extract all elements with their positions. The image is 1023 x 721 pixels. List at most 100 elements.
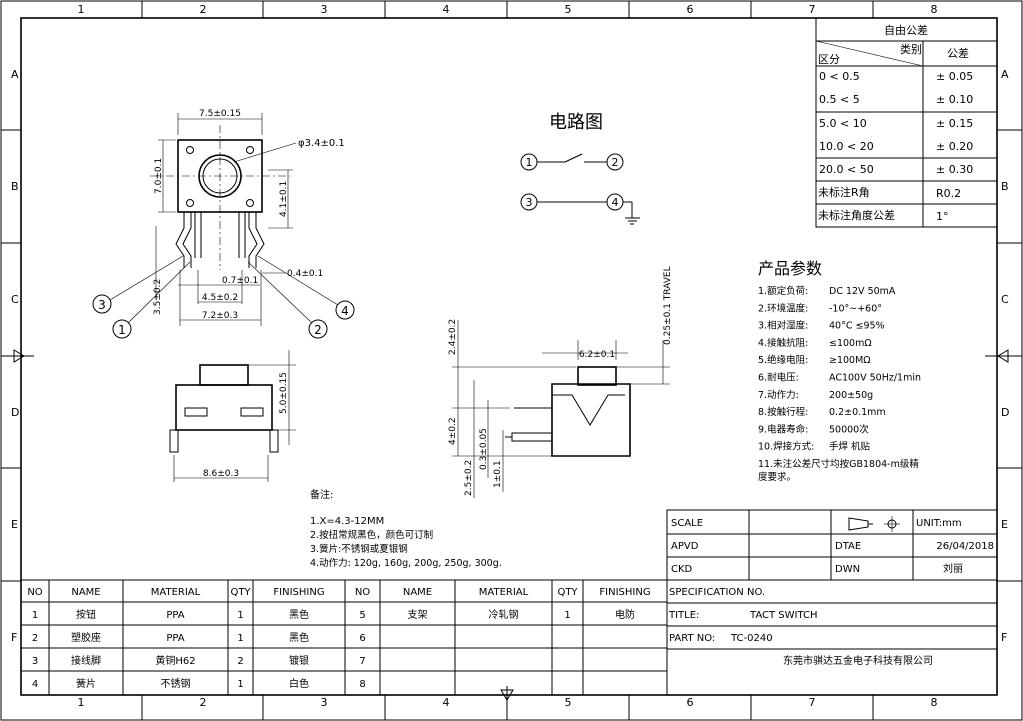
- top-view: 7.5±0.15 φ3.4±0.1 7.0±0.1 4.1±0.1 3.5±0.…: [92, 109, 355, 339]
- balloon-2: 2: [314, 323, 322, 337]
- angle-label: 未标注角度公差: [818, 208, 895, 222]
- bom-cell: PPA: [166, 610, 184, 621]
- bom-cell: 镀银: [289, 654, 309, 667]
- product-parameters: 产品参数 1.额定负荷:DC 12V 50mA2.环境温度:-10°~+60°3…: [758, 259, 921, 483]
- bom-cell: 白色: [289, 677, 309, 690]
- tolerance-value-3: ± 0.15: [936, 117, 973, 130]
- col-label-2-top: 2: [200, 3, 207, 16]
- row-label-E-left: E: [11, 518, 18, 531]
- angle-value: 1°: [936, 210, 949, 223]
- bom-cell: PPA: [166, 633, 184, 644]
- dim-h70: 7.0±0.1: [154, 158, 164, 194]
- bom-cell: 5: [359, 610, 365, 621]
- param-value-8: 0.2±0.1mm: [829, 407, 886, 418]
- bom-header-9: FINISHING: [599, 587, 650, 598]
- param-key-5: 5.绝缘电阻:: [758, 354, 808, 366]
- dim-w72: 7.2±0.3: [202, 311, 238, 321]
- dim-w45: 4.5±0.2: [202, 293, 238, 303]
- col-label-7-top: 7: [809, 3, 816, 16]
- side-view: 6.2±0.1 0.25±0.1 TRAVEL 2.4±0.2 4±0.2 2.…: [448, 266, 673, 498]
- title-value: TACT SWITCH: [749, 610, 817, 621]
- bom-cell: 1: [237, 633, 243, 644]
- bom-cell: 塑胶座: [71, 631, 101, 644]
- bom-header-2: MATERIAL: [151, 587, 201, 598]
- circuit-pin-4: 4: [612, 196, 619, 209]
- param-value-2: -10°~+60°: [829, 303, 882, 314]
- param-value-4: ≤100mΩ: [829, 338, 872, 349]
- bom-cell: 支架: [408, 609, 428, 621]
- bom-cell: 3: [32, 656, 38, 667]
- spec-label: SPECIFICATION NO.: [669, 587, 765, 598]
- bom-cell: 1: [32, 610, 38, 621]
- col-label-5-bottom: 5: [565, 696, 572, 709]
- bom-header-5: NO: [355, 587, 370, 598]
- bom-cell: 8: [359, 679, 365, 690]
- params-title: 产品参数: [758, 259, 822, 278]
- bom-header-0: NO: [27, 587, 42, 598]
- bom-header-4: FINISHING: [273, 587, 324, 598]
- bom-cell: 黄铜H62: [155, 654, 195, 667]
- balloon-4: 4: [341, 304, 349, 318]
- bom-cell: 1: [237, 610, 243, 621]
- note-2: 2.按扭常规黑色，颜色可订制: [310, 529, 433, 541]
- tolerance-title: 自由公差: [884, 23, 928, 37]
- dim-top-width: 7.5±0.15: [199, 109, 241, 119]
- title-label: TITLE:: [668, 610, 699, 621]
- circuit-pin-1: 1: [526, 156, 533, 169]
- col-label-3-top: 3: [321, 3, 328, 16]
- col-label-6-top: 6: [687, 3, 694, 16]
- row-label-F-left: F: [11, 631, 17, 644]
- circuit-pin-3: 3: [526, 196, 533, 209]
- row-label-A-left: A: [11, 68, 19, 81]
- bom-header-1: NAME: [71, 587, 100, 598]
- tolerance-zone-header: 区分: [818, 53, 840, 66]
- col-label-3-bottom: 3: [321, 696, 328, 709]
- tolerance-range-1: 0 < 0.5: [819, 70, 860, 83]
- col-label-1-top: 1: [78, 3, 85, 16]
- balloon-3: 3: [98, 298, 106, 312]
- notes: 备注: 1.X=4.3-12MM 2.按扭常规黑色，颜色可订制 3.簧片:不锈钢…: [310, 488, 502, 569]
- row-label-B-right: B: [1001, 180, 1009, 193]
- row-label-C-left: C: [11, 293, 19, 306]
- tolerance-table: 自由公差 类别 区分 公差 0 < 0.5± 0.050.5 < 5± 0.10…: [815, 17, 998, 228]
- dim-w62: 6.2±0.1: [579, 350, 615, 360]
- tolerance-value-1: ± 0.05: [936, 70, 973, 83]
- dim-w04: 0.4±0.1: [287, 269, 323, 279]
- param-value-1: DC 12V 50mA: [829, 286, 896, 297]
- param-key-4: 4.接触抗阻:: [758, 337, 808, 349]
- bom-cell: 黑色: [289, 631, 309, 644]
- col-label-4-top: 4: [443, 3, 450, 16]
- param-key-10: 10.焊接方式:: [758, 441, 814, 453]
- col-label-5-top: 5: [565, 3, 572, 16]
- dim-h35: 3.5±0.2: [153, 279, 163, 315]
- bom-header-8: QTY: [557, 587, 578, 598]
- bom-cell: 冷轧钢: [489, 608, 519, 621]
- bom-cell: 7: [359, 656, 365, 667]
- row-label-F-right: F: [1001, 631, 1007, 644]
- bom-cell: 不锈钢: [161, 677, 191, 690]
- param-value-6: AC100V 50Hz/1min: [829, 373, 921, 384]
- bom-cell: 按钮: [76, 608, 96, 621]
- params-note-2: 度要求。: [758, 471, 796, 483]
- col-label-6-bottom: 6: [687, 696, 694, 709]
- row-label-C-right: C: [1001, 293, 1009, 306]
- tolerance-tol-header: 公差: [947, 46, 969, 60]
- param-value-10: 手焊 机贴: [829, 441, 871, 453]
- circuit-title: 电路图: [549, 112, 603, 133]
- bom-header-3: QTY: [230, 587, 251, 598]
- note-4: 4.动作力: 120g, 160g, 200g, 250g, 300g.: [310, 557, 502, 569]
- row-label-E-right: E: [1001, 518, 1008, 531]
- front-view: 5.0±0.15 8.6±0.3: [169, 350, 296, 482]
- date-label: DTAE: [835, 541, 861, 552]
- dim-h1: 1±0.1: [493, 460, 503, 488]
- tolerance-range-4: 10.0 < 20: [819, 140, 874, 153]
- param-value-3: 40°C ≤95%: [829, 321, 885, 332]
- bom-cell: 4: [32, 679, 38, 690]
- dwn-label: DWN: [835, 564, 860, 575]
- part-value: TC-0240: [730, 633, 773, 644]
- param-key-7: 7.动作力:: [758, 389, 799, 401]
